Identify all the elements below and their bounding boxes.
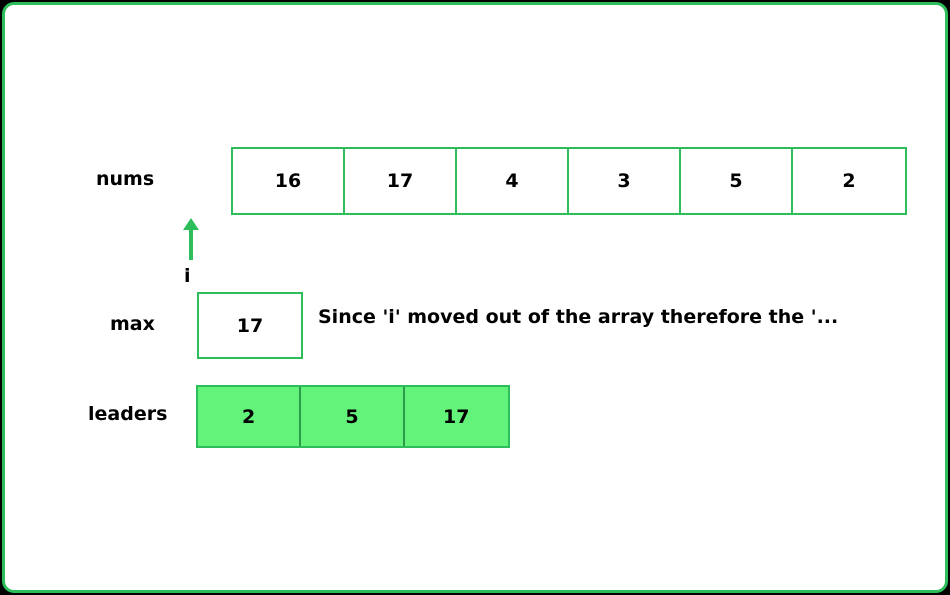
pointer-i-label: i [184,265,191,287]
nums-cell: 2 [793,149,905,213]
nums-cell: 4 [457,149,569,213]
leaders-array: 2 5 17 [196,385,510,448]
nums-cell: 3 [569,149,681,213]
nums-cell: 5 [681,149,793,213]
leaders-label: leaders [88,403,168,425]
leaders-cell: 2 [198,387,302,446]
nums-array: 16 17 4 3 5 2 [231,147,907,215]
explanation-note: Since 'i' moved out of the array therefo… [318,306,839,328]
leaders-cell: 5 [301,387,405,446]
nums-cell: 17 [345,149,457,213]
nums-cell: 16 [233,149,345,213]
up-arrow-icon [183,218,199,260]
leaders-cell: 17 [404,387,508,446]
max-value-box: 17 [197,292,303,359]
nums-label: nums [96,168,155,190]
max-label: max [110,313,155,335]
